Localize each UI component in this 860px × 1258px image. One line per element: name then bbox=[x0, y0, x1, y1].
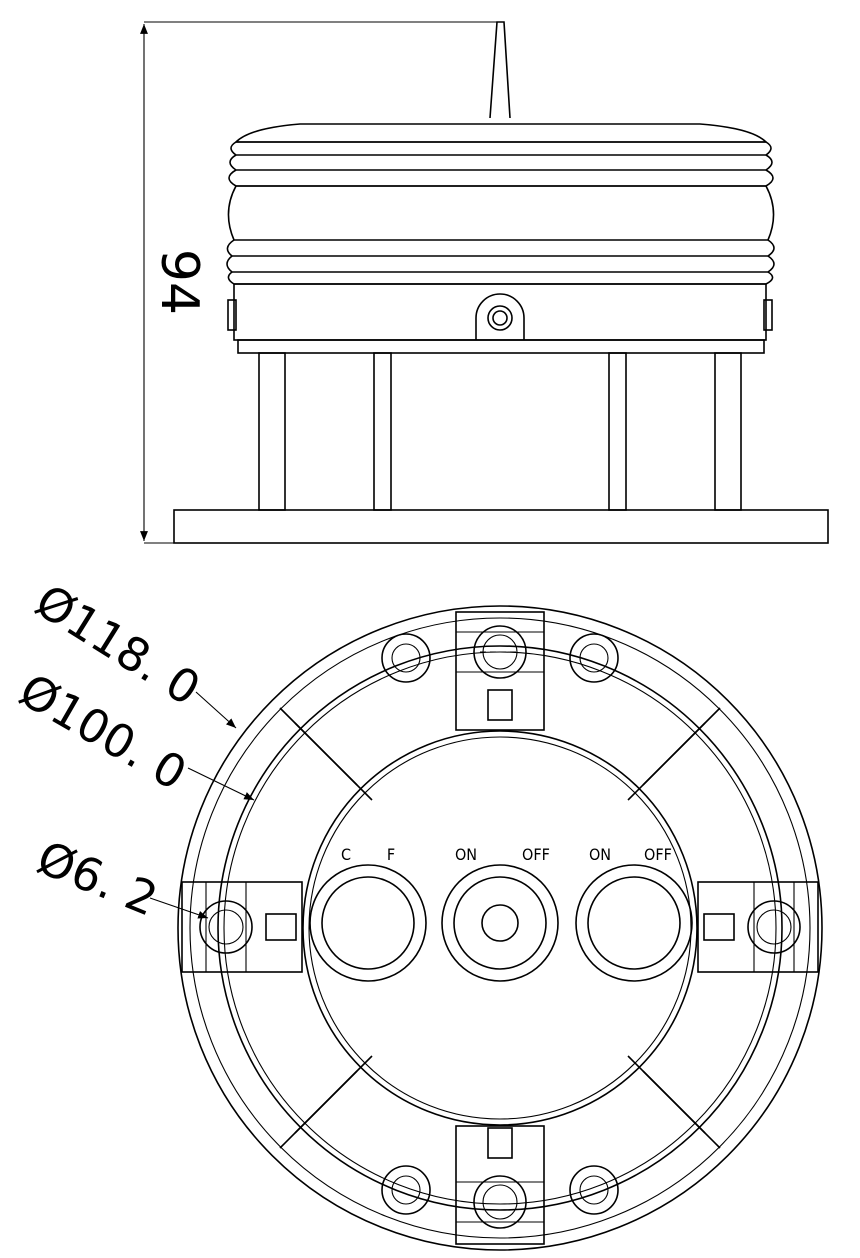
switch-middle bbox=[441, 864, 559, 982]
switch-label-on-mid: ON bbox=[455, 845, 477, 864]
dim-hole: Ø6. 2 bbox=[30, 830, 165, 927]
mounting-lug bbox=[475, 293, 525, 340]
boss-bottom bbox=[455, 1125, 545, 1245]
base-plate bbox=[173, 509, 829, 544]
upper-ribs bbox=[228, 141, 774, 187]
bolt-circle-outer bbox=[217, 645, 783, 1211]
bolt-holes bbox=[381, 633, 619, 1215]
dome-top bbox=[234, 123, 768, 143]
lower-ribs bbox=[226, 239, 775, 285]
antenna bbox=[489, 21, 511, 119]
switch-left bbox=[309, 864, 427, 982]
outer-rim bbox=[177, 605, 823, 1251]
switch-label-off-mid: OFF bbox=[522, 845, 550, 864]
switch-label-c: C bbox=[341, 845, 351, 864]
switch-label-off-right: OFF bbox=[644, 845, 672, 864]
leader-bolt-circle bbox=[187, 767, 255, 801]
side-view: 94 bbox=[140, 21, 829, 544]
diagonal-ribs bbox=[279, 707, 721, 1149]
leader-outer bbox=[195, 691, 237, 729]
switch-label-on-right: ON bbox=[589, 845, 611, 864]
boss-right bbox=[697, 881, 819, 973]
switch-label-f: F bbox=[387, 845, 395, 864]
side-tab-right bbox=[763, 299, 773, 331]
housing bbox=[233, 283, 767, 341]
housing-flange bbox=[237, 339, 765, 354]
top-view: C F ON OFF ON OFF Ø118. 0 Ø100. 0 Ø6. 2 bbox=[11, 574, 823, 1251]
leader-hole bbox=[149, 897, 209, 919]
inner-ring bbox=[302, 730, 698, 1126]
legs bbox=[258, 352, 742, 511]
height-dimension: 94 bbox=[140, 21, 497, 544]
height-label: 94 bbox=[149, 249, 209, 315]
side-tab-left bbox=[227, 299, 237, 331]
boss-top bbox=[455, 611, 545, 731]
lens-body bbox=[227, 185, 775, 241]
boss-left bbox=[181, 881, 303, 973]
switch-right bbox=[575, 864, 693, 982]
